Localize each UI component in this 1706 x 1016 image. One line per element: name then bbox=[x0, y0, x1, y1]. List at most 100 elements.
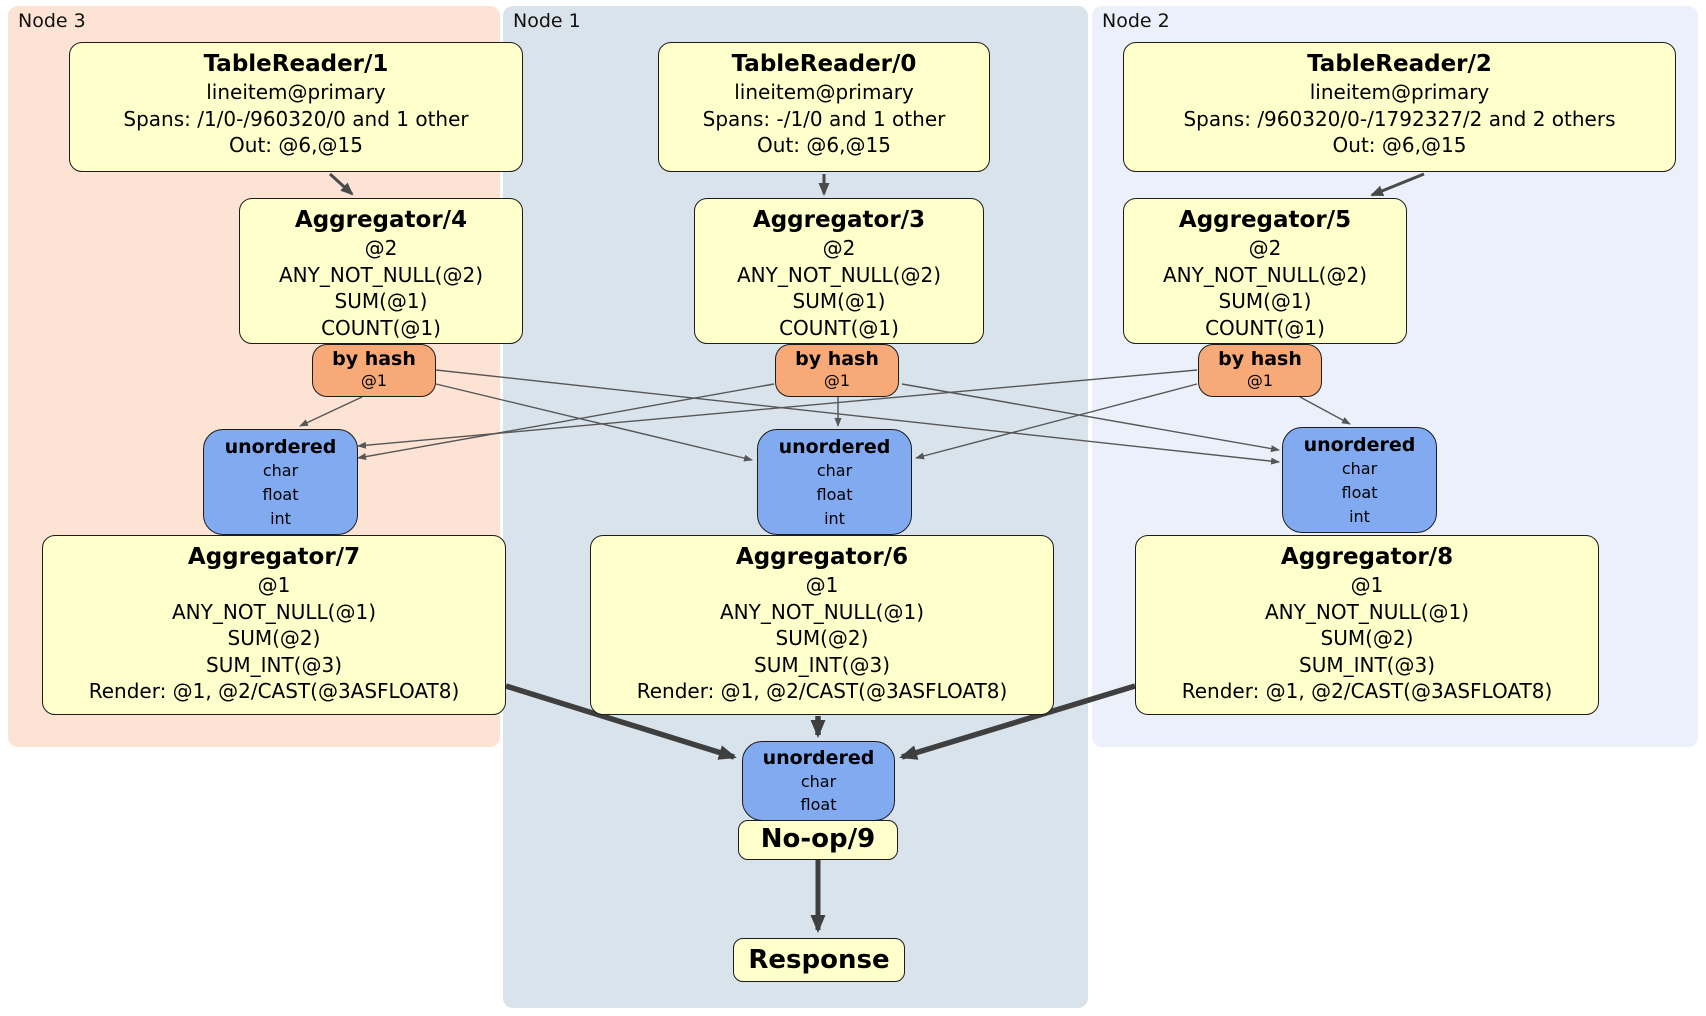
unordered-sync-node1-title: unordered bbox=[778, 436, 891, 458]
table-reader-0-spans: Spans: -/1/0 and 1 other bbox=[702, 106, 946, 131]
aggregator-3-box: Aggregator/3 @2 ANY_NOT_NULL(@2) SUM(@1)… bbox=[694, 198, 984, 344]
table-reader-1-title: TableReader/1 bbox=[203, 51, 389, 77]
unordered-sync-node2-type: int bbox=[1349, 507, 1370, 526]
response-box: Response bbox=[733, 938, 905, 982]
edge-hash1-sync3 bbox=[357, 383, 775, 461]
aggregator-5-fn2: SUM(@1) bbox=[1218, 289, 1312, 313]
edge-hash2-sync2 bbox=[1299, 396, 1351, 425]
aggregator-5-title: Aggregator/5 bbox=[1178, 207, 1352, 233]
aggregator-6-fn3: SUM_INT(@3) bbox=[754, 652, 890, 677]
unordered-sync-node3-type: char bbox=[262, 461, 299, 480]
hash-router-node3-title: by hash bbox=[332, 348, 416, 370]
hash-router-node2-detail: @1 bbox=[1246, 371, 1274, 390]
hash-router-node1: by hash @1 bbox=[775, 344, 899, 397]
table-reader-1-spans: Spans: /1/0-/960320/0 and 1 other bbox=[123, 106, 469, 131]
region-label-node2: Node 2 bbox=[1102, 10, 1170, 32]
aggregator-6-render: Render: @1, @2/CAST(@3ASFLOAT8) bbox=[636, 679, 1008, 703]
unordered-sync-node2: unordered char float int bbox=[1282, 427, 1437, 533]
table-reader-1-index: lineitem@primary bbox=[206, 80, 386, 104]
aggregator-4-group: @2 bbox=[364, 236, 398, 260]
unordered-sync-final-type: float bbox=[800, 795, 837, 814]
table-reader-2-index: lineitem@primary bbox=[1309, 80, 1490, 104]
unordered-sync-node3-type: float bbox=[262, 485, 299, 504]
unordered-sync-final-title: unordered bbox=[762, 747, 875, 769]
aggregator-8-render: Render: @1, @2/CAST(@3ASFLOAT8) bbox=[1181, 679, 1553, 703]
unordered-sync-node3-type: int bbox=[270, 509, 291, 528]
aggregator-5-fn1: ANY_NOT_NULL(@2) bbox=[1163, 262, 1367, 287]
aggregator-7-group: @1 bbox=[257, 573, 291, 597]
aggregator-8-box: Aggregator/8 @1 ANY_NOT_NULL(@1) SUM(@2)… bbox=[1135, 535, 1599, 715]
table-reader-2-spans: Spans: /960320/0-/1792327/2 and 2 others bbox=[1183, 106, 1616, 131]
unordered-sync-node1: unordered char float int bbox=[757, 429, 912, 535]
aggregator-8-fn1: ANY_NOT_NULL(@1) bbox=[1265, 599, 1469, 624]
aggregator-3-fn2: SUM(@1) bbox=[792, 289, 886, 313]
edge-hash3-sync1 bbox=[435, 383, 753, 462]
aggregator-4-box: Aggregator/4 @2 ANY_NOT_NULL(@2) SUM(@1)… bbox=[239, 198, 523, 344]
hash-router-node1-title: by hash bbox=[795, 348, 879, 370]
hash-router-node2-title: by hash bbox=[1218, 348, 1302, 370]
hash-router-node3: by hash @1 bbox=[312, 344, 436, 397]
aggregator-6-fn1: ANY_NOT_NULL(@1) bbox=[720, 599, 924, 624]
aggregator-4-fn3: COUNT(@1) bbox=[321, 315, 441, 340]
unordered-sync-node2-type: char bbox=[1341, 459, 1378, 478]
unordered-sync-final: unordered char float bbox=[742, 741, 895, 821]
table-reader-1-box: TableReader/1 lineitem@primary Spans: /1… bbox=[69, 42, 523, 172]
aggregator-4-fn1: ANY_NOT_NULL(@2) bbox=[279, 262, 483, 287]
unordered-sync-node3: unordered char float int bbox=[203, 429, 358, 535]
unordered-sync-node1-type: float bbox=[816, 485, 853, 504]
table-reader-1-out: Out: @6,@15 bbox=[229, 133, 363, 157]
noop-title: No-op/9 bbox=[760, 824, 876, 854]
region-label-node3: Node 3 bbox=[18, 10, 86, 32]
aggregator-7-render: Render: @1, @2/CAST(@3ASFLOAT8) bbox=[88, 679, 460, 703]
aggregator-8-fn3: SUM_INT(@3) bbox=[1299, 652, 1435, 677]
aggregator-6-box: Aggregator/6 @1 ANY_NOT_NULL(@1) SUM(@2)… bbox=[590, 535, 1054, 715]
aggregator-4-title: Aggregator/4 bbox=[294, 207, 468, 233]
aggregator-3-title: Aggregator/3 bbox=[752, 207, 926, 233]
unordered-sync-node3-title: unordered bbox=[224, 436, 337, 458]
unordered-sync-node1-type: int bbox=[824, 509, 845, 528]
table-reader-2-out: Out: @6,@15 bbox=[1332, 133, 1467, 157]
aggregator-3-fn1: ANY_NOT_NULL(@2) bbox=[737, 262, 941, 287]
aggregator-6-fn2: SUM(@2) bbox=[775, 626, 869, 650]
aggregator-5-group: @2 bbox=[1248, 236, 1282, 260]
table-reader-0-title: TableReader/0 bbox=[731, 51, 917, 77]
hash-router-node1-detail: @1 bbox=[823, 371, 851, 390]
edge-agg8-syncfinal bbox=[899, 683, 1136, 760]
aggregator-5-fn3: COUNT(@1) bbox=[1205, 315, 1325, 340]
aggregator-3-group: @2 bbox=[822, 236, 856, 260]
aggregator-4-fn2: SUM(@1) bbox=[334, 289, 428, 313]
unordered-sync-final-type: char bbox=[800, 772, 837, 791]
aggregator-8-fn2: SUM(@2) bbox=[1320, 626, 1414, 650]
edge-hash3-sync2 bbox=[435, 369, 1280, 465]
aggregator-6-group: @1 bbox=[805, 573, 839, 597]
noop-box: No-op/9 bbox=[738, 820, 898, 860]
aggregator-7-box: Aggregator/7 @1 ANY_NOT_NULL(@1) SUM(@2)… bbox=[42, 535, 506, 715]
aggregator-8-title: Aggregator/8 bbox=[1280, 544, 1454, 570]
edge-tr2-agg5 bbox=[1370, 172, 1425, 197]
aggregator-5-box: Aggregator/5 @2 ANY_NOT_NULL(@2) SUM(@1)… bbox=[1123, 198, 1407, 344]
aggregator-3-fn3: COUNT(@1) bbox=[779, 315, 899, 340]
aggregator-7-fn3: SUM_INT(@3) bbox=[206, 652, 342, 677]
response-title: Response bbox=[748, 945, 890, 975]
aggregator-7-title: Aggregator/7 bbox=[187, 544, 361, 570]
aggregator-6-title: Aggregator/6 bbox=[735, 544, 909, 570]
hash-router-node2: by hash @1 bbox=[1198, 344, 1322, 397]
edge-hash2-sync1 bbox=[915, 383, 1198, 460]
table-reader-2-title: TableReader/2 bbox=[1307, 51, 1492, 77]
edge-agg7-syncfinal bbox=[505, 683, 737, 760]
table-reader-0-box: TableReader/0 lineitem@primary Spans: -/… bbox=[658, 42, 990, 172]
unordered-sync-node1-type: char bbox=[816, 461, 853, 480]
unordered-sync-node2-title: unordered bbox=[1303, 434, 1416, 456]
table-reader-0-index: lineitem@primary bbox=[734, 80, 914, 104]
edge-tr1-agg4 bbox=[328, 172, 354, 196]
region-label-node1: Node 1 bbox=[513, 10, 581, 32]
aggregator-7-fn2: SUM(@2) bbox=[227, 626, 321, 650]
edge-hash1-sync2 bbox=[901, 383, 1280, 453]
unordered-sync-node2-type: float bbox=[1341, 483, 1378, 502]
aggregator-7-fn1: ANY_NOT_NULL(@1) bbox=[172, 599, 376, 624]
hash-router-node3-detail: @1 bbox=[360, 371, 388, 390]
edge-hash3-sync3 bbox=[299, 396, 363, 427]
edge-hash2-sync3 bbox=[357, 369, 1198, 449]
